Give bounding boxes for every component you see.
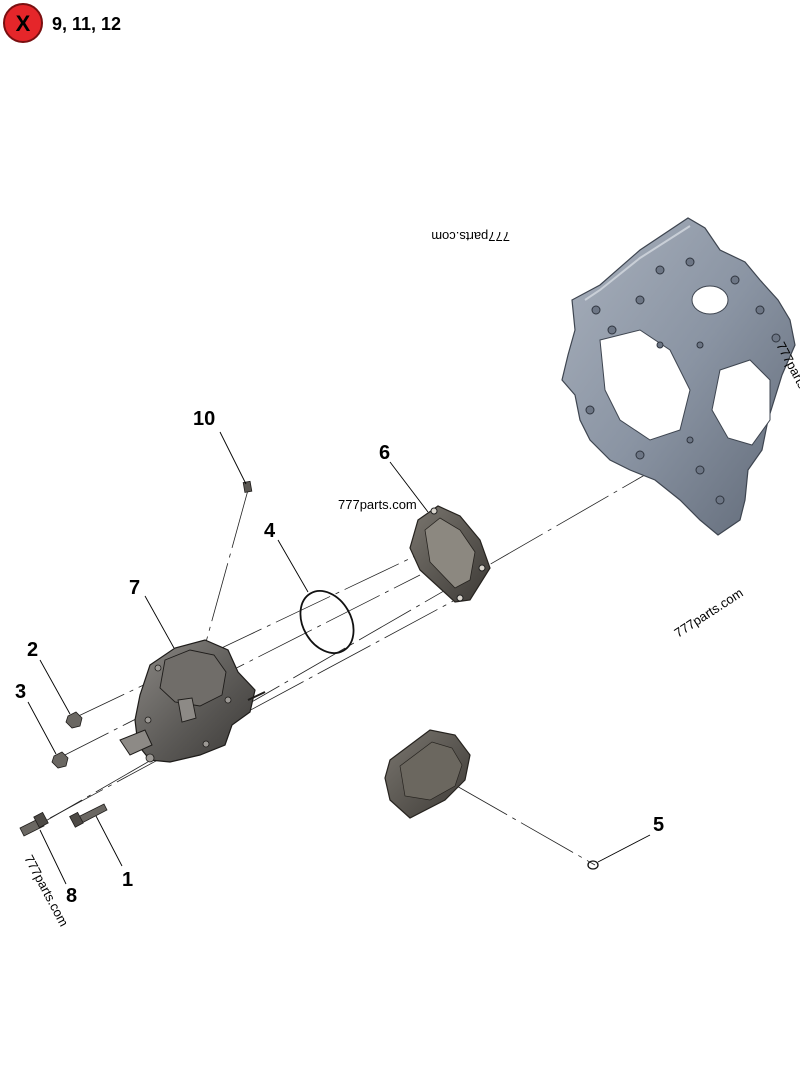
callout-3: 3 xyxy=(15,681,26,703)
lower-cover xyxy=(384,729,471,819)
assembly-axis-lines xyxy=(29,419,741,866)
callout-2: 2 xyxy=(27,639,38,661)
badge-circle-icon xyxy=(3,3,43,43)
callout-1: 1 xyxy=(122,869,133,891)
callout-10: 10 xyxy=(193,408,215,430)
watermark-bottom-left: 777parts.com xyxy=(21,852,71,929)
callout-4: 4 xyxy=(264,520,276,542)
bolt-1 xyxy=(69,803,108,828)
nut-2 xyxy=(65,711,83,729)
not-shown-badge: X xyxy=(3,3,43,43)
screw-10 xyxy=(242,480,253,493)
leader-lines xyxy=(27,431,651,885)
watermark-top: 777parts.com xyxy=(431,229,510,244)
pump-assembly-7 xyxy=(119,639,266,763)
badge-symbol: X xyxy=(16,11,31,36)
timing-case-housing xyxy=(561,217,796,536)
nut-3 xyxy=(51,751,69,769)
o-ring-4 xyxy=(299,590,355,654)
callout-8: 8 xyxy=(66,885,77,907)
watermark-right: 777parts.com xyxy=(671,585,745,640)
callout-7: 7 xyxy=(129,577,140,599)
callout-5: 5 xyxy=(653,814,664,836)
not-shown-items-text: 9, 11, 12 xyxy=(52,14,121,34)
bolt-8 xyxy=(19,811,49,837)
cover-plate-6 xyxy=(409,505,491,603)
callout-6: 6 xyxy=(379,442,390,464)
seal-ring-5 xyxy=(587,860,599,870)
watermark-center: 777parts.com xyxy=(338,497,417,512)
